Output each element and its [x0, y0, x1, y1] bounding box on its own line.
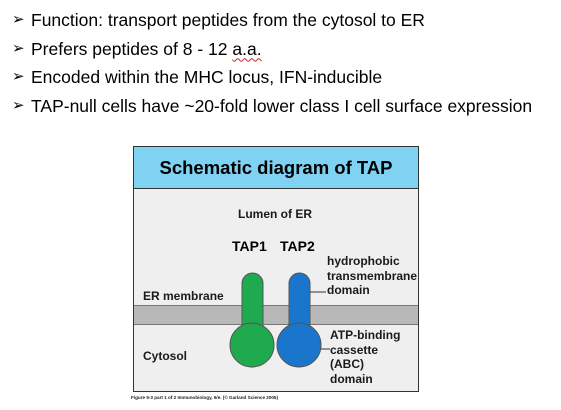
abc-label-line: (ABC)	[330, 357, 364, 371]
bullet-mhc-locus: ➢ Encoded within the MHC locus, IFN-indu…	[12, 63, 532, 92]
tap-schematic-figure[interactable]: Schematic diagram of TAP Lumen of ER TAP…	[133, 146, 419, 392]
bullet-peptide-length: ➢ Prefers peptides of 8 - 12 a.a.	[12, 35, 532, 64]
bullet-text: TAP-null cells have ~20-fold lower class…	[31, 95, 533, 116]
tm-label-line: transmembrane	[327, 268, 418, 283]
tm-label-line: domain	[327, 283, 370, 297]
spellcheck-word[interactable]: a.a.	[232, 38, 262, 59]
bullet-function: ➢ Function: transport peptides from the …	[12, 6, 532, 35]
abc-label-line: domain	[330, 371, 373, 386]
er-membrane-label: ER membrane	[143, 289, 224, 303]
bullet-text: Function: transport peptides from the cy…	[31, 10, 425, 30]
abc-domain-label: ATP-binding cassette (ABC) domain	[330, 328, 400, 386]
arrow-bullet-icon: ➢	[12, 11, 25, 28]
arrow-bullet-icon: ➢	[12, 39, 25, 57]
tap-shapes	[229, 272, 330, 368]
tap1-label: TAP1	[232, 238, 267, 254]
lumen-label: Lumen of ER	[238, 207, 312, 221]
bullet-text: Encoded within the MHC locus, IFN-induci…	[31, 67, 383, 87]
er-membrane-band	[134, 305, 418, 325]
bullet-list: ➢ Function: transport peptides from the …	[12, 6, 532, 120]
abc-label-line: ATP-binding	[330, 328, 401, 342]
tm-label-line: hydrophobic	[327, 254, 400, 268]
arrow-bullet-icon: ➢	[12, 96, 25, 114]
arrow-bullet-icon: ➢	[12, 68, 25, 85]
cytosol-label: Cytosol	[143, 349, 188, 363]
abc-label-line: cassette	[330, 342, 379, 357]
figure-caption: Figure 5-3 part 1 of 2 Immunobiology, 6/…	[131, 395, 279, 400]
transmembrane-domain-label: hydrophobic transmembrane domain	[327, 254, 417, 298]
tap2-abc-domain	[276, 322, 322, 368]
tap2-label: TAP2	[280, 238, 315, 254]
bullet-tap-null: ➢ TAP-null cells have ~20-fold lower cla…	[12, 92, 532, 121]
figure-title: Schematic diagram of TAP	[134, 147, 418, 189]
tap1-abc-domain	[229, 322, 275, 368]
bullet-text: Prefers peptides of 8 - 12	[31, 38, 233, 59]
